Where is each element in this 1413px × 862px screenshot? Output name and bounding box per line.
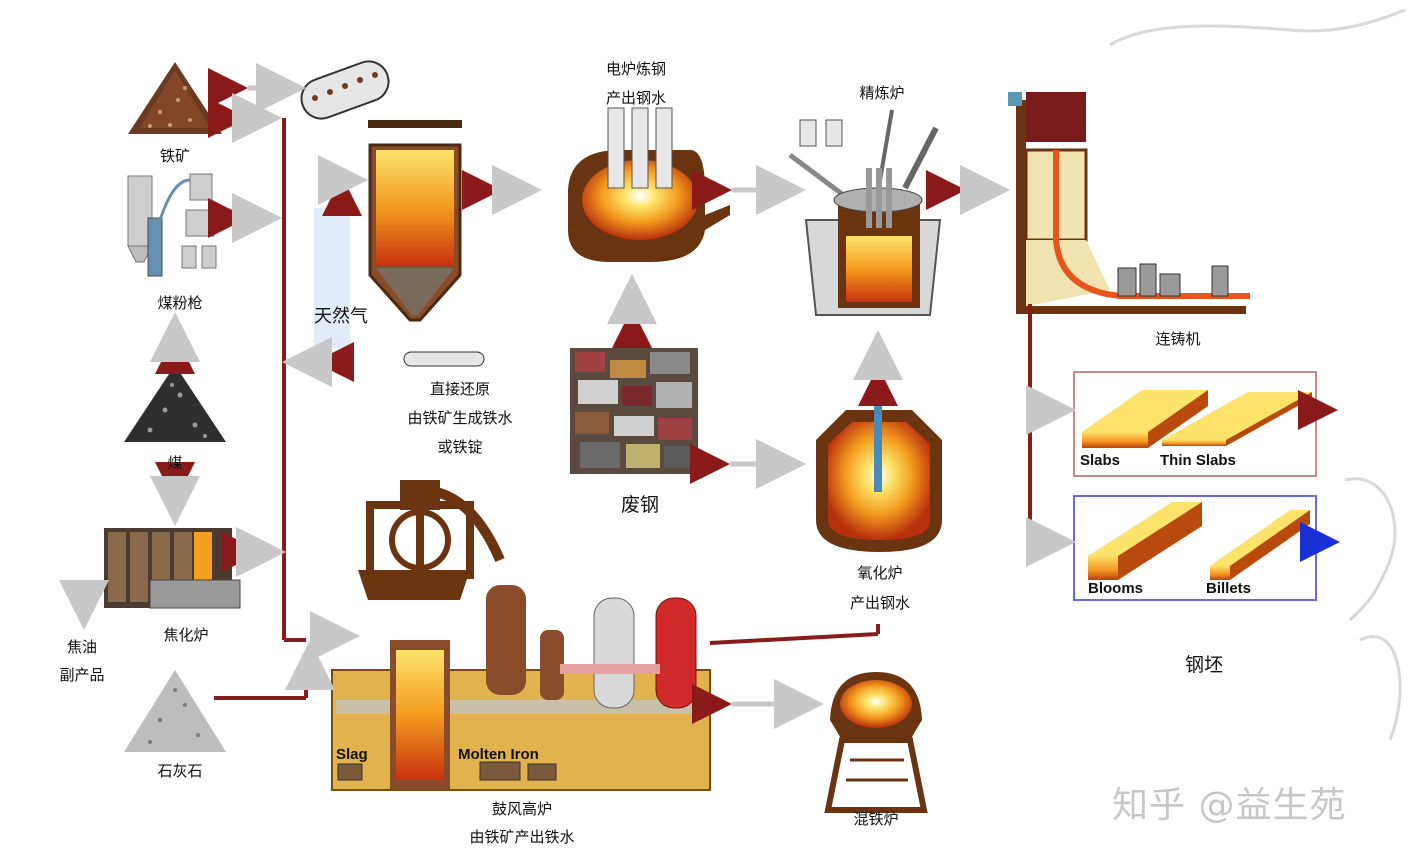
natural-gas-stream [314, 208, 350, 348]
watermark: 知乎 @益生苑 [1112, 785, 1347, 826]
label-billets-title: 钢坯 [1184, 654, 1224, 676]
label-molten-iron: Molten Iron [458, 746, 539, 763]
label-billets: Billets [1206, 580, 1252, 597]
label-limestone: 石灰石 [157, 762, 203, 780]
background-scribbles [1109, 8, 1406, 741]
continuous-caster [1008, 92, 1250, 314]
label-tar: 焦油 [66, 638, 98, 656]
label-scrap: 废钢 [620, 494, 660, 516]
label-mixer: 混铁炉 [853, 810, 899, 828]
basic-oxygen-furnace [816, 402, 942, 552]
coke-oven [104, 528, 241, 609]
ladle-refining-furnace [788, 109, 942, 316]
label-blooms: Blooms [1088, 580, 1144, 597]
label-slabs: Slabs [1080, 452, 1121, 469]
label-coke-oven: 焦化炉 [163, 626, 209, 644]
coal-pile [124, 365, 226, 442]
bloom-bars [1088, 502, 1310, 580]
label-eaf-line1: 电炉炼钢 [605, 60, 667, 78]
label-refining: 精炼炉 [859, 84, 905, 102]
conveyor-belt [300, 60, 390, 120]
label-caster: 连铸机 [1155, 330, 1201, 348]
torpedo-mixer [824, 672, 928, 813]
direct-reduction-furnace [368, 120, 485, 367]
label-bof-line1: 氧化炉 [857, 564, 903, 582]
label-iron-ore: 铁矿 [159, 147, 191, 165]
slab-bars [1082, 390, 1312, 448]
coal-injection-gun [127, 173, 217, 277]
label-bf-line1: 鼓风高炉 [491, 800, 553, 818]
scrap-steel-image [570, 348, 698, 474]
label-dri-line3: 或铁锭 [437, 438, 483, 456]
blast-furnace-plant [331, 480, 711, 791]
arrows-gray [59, 63, 1076, 729]
label-natural-gas: 天然气 [314, 306, 368, 327]
label-coal-gun: 煤粉枪 [157, 294, 203, 312]
label-eaf-line2: 产出钢水 [605, 89, 667, 107]
iron-ore-pile [128, 62, 222, 134]
label-bof-line2: 产出钢水 [849, 594, 911, 612]
label-dri-line2: 由铁矿生成铁水 [407, 409, 513, 427]
label-bf-line2: 由铁矿产出铁水 [469, 828, 575, 846]
label-dri-line1: 直接还原 [429, 380, 491, 398]
limestone-pile [124, 670, 226, 752]
electric-arc-furnace [568, 107, 730, 262]
label-thin-slabs: Thin Slabs [1160, 452, 1236, 469]
label-slag: Slag [336, 746, 368, 763]
label-coal: 煤 [167, 454, 183, 472]
label-byproduct: 副产品 [59, 666, 105, 684]
